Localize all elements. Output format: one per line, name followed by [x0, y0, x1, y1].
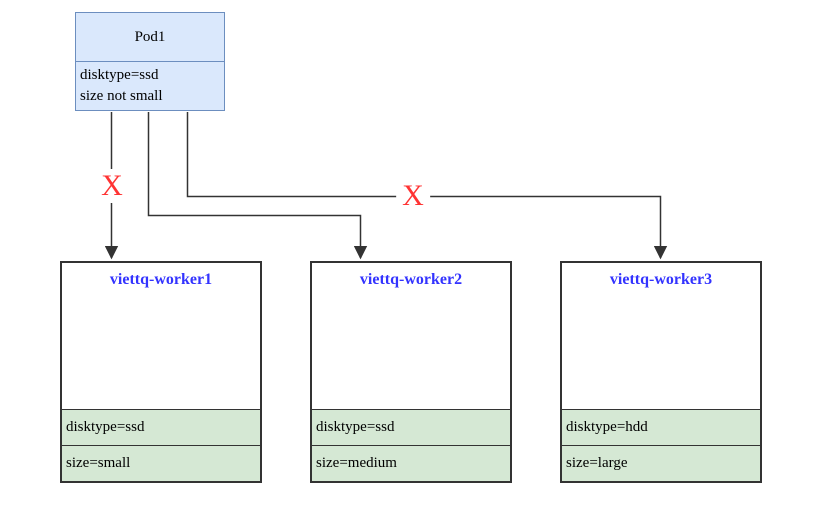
- pod-attributes: disktype=ssd size not small: [76, 62, 224, 110]
- worker1-row-disktype: disktype=ssd: [62, 409, 260, 445]
- worker-node-1: viettq-worker1 disktype=ssd size=small: [60, 261, 262, 483]
- pod-title: Pod1: [76, 13, 224, 62]
- rejection-x-worker1: X: [95, 169, 129, 203]
- pod-attribute-disktype: disktype=ssd: [80, 67, 159, 83]
- pod-attribute-size: size not small: [80, 88, 163, 104]
- worker1-title: viettq-worker1: [109, 271, 213, 288]
- worker1-row-size: size=small: [62, 445, 260, 481]
- worker-node-2: viettq-worker2 disktype=ssd size=medium: [310, 261, 512, 483]
- worker3-row-size: size=large: [562, 445, 760, 481]
- pod-node: Pod1 disktype=ssd size not small: [75, 12, 225, 111]
- worker2-row-size: size=medium: [312, 445, 510, 481]
- worker3-title: viettq-worker3: [609, 271, 713, 288]
- edge-pod-to-worker2: [147, 112, 368, 260]
- worker2-row-disktype: disktype=ssd: [312, 409, 510, 445]
- worker-node-3: viettq-worker3 disktype=hdd size=large: [560, 261, 762, 483]
- rejection-x-worker3: X: [396, 179, 430, 213]
- worker3-row-disktype: disktype=hdd: [562, 409, 760, 445]
- worker2-title: viettq-worker2: [359, 271, 463, 288]
